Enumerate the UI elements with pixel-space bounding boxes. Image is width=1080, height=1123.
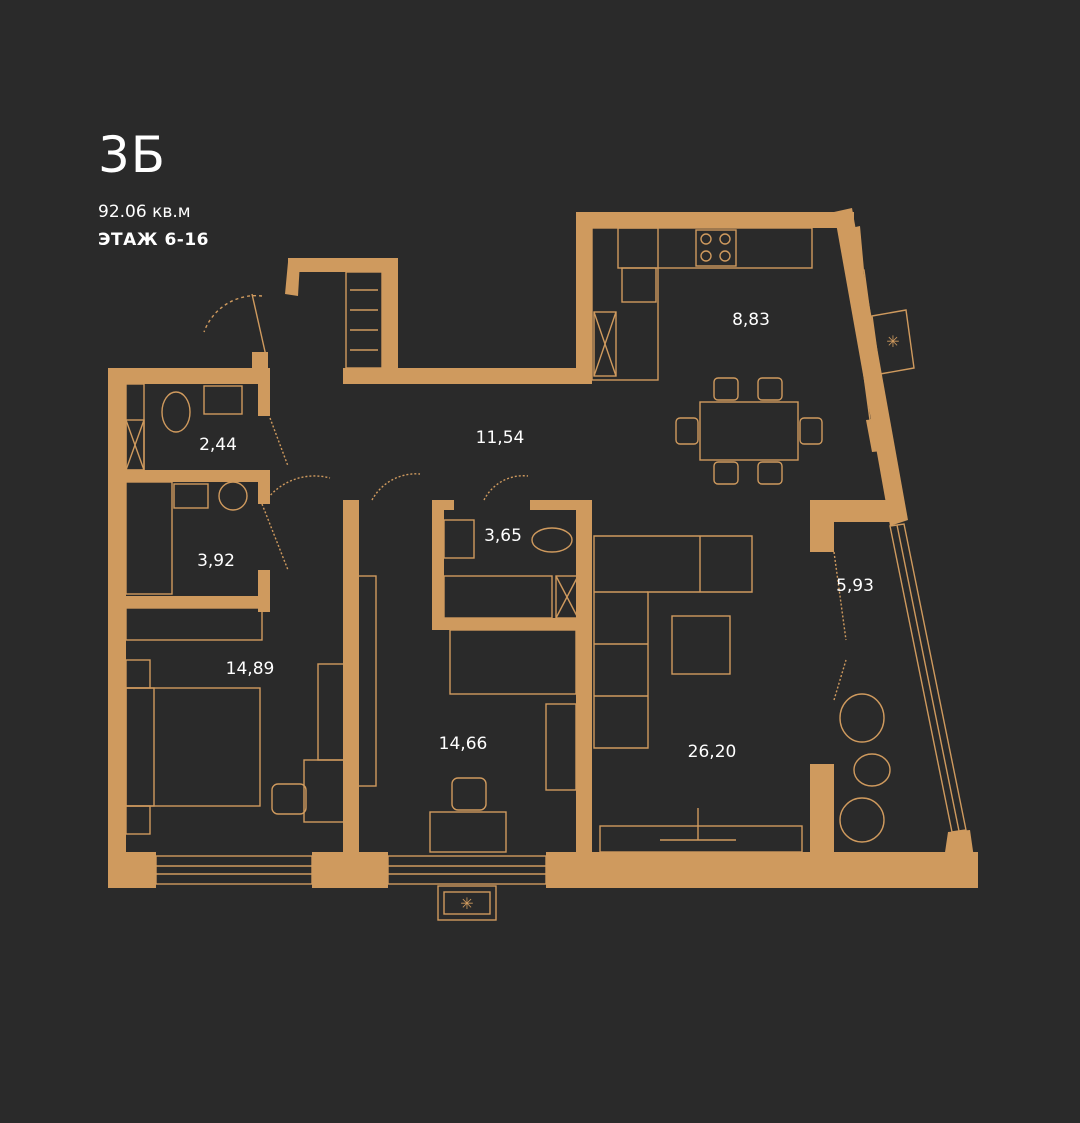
svg-text:✳: ✳ — [460, 894, 473, 913]
study-shelf — [545, 703, 577, 791]
wall-kitchen-top — [576, 212, 854, 228]
bathtub-middle — [443, 575, 553, 619]
kitchen-side-counter — [591, 227, 659, 381]
wall-bottom-c — [546, 852, 978, 888]
entry-door-swing — [203, 294, 263, 333]
sink-bath2 — [443, 519, 475, 559]
wall-bath-bottom — [108, 596, 270, 608]
room-area-kitchen: 8,83 — [732, 310, 770, 330]
toilet-bath2 — [531, 527, 573, 553]
room-area-bedroom: 14,89 — [226, 659, 275, 679]
sink-wc — [203, 385, 243, 415]
study-chair — [451, 777, 487, 811]
loggia-chair-1 — [839, 693, 885, 743]
toilet-wc — [161, 391, 191, 433]
bed — [125, 687, 261, 807]
fridge — [593, 311, 617, 377]
room-area-bathroom: 3,92 — [197, 551, 235, 571]
study-desk — [429, 811, 507, 853]
room-area-hall: 11,54 — [476, 428, 525, 448]
wall-bath2-left — [432, 500, 444, 630]
window-bedroom — [155, 855, 313, 885]
room-area-wc: 2,44 — [199, 435, 237, 455]
dining-table — [699, 401, 799, 461]
ac-unit-right — [871, 309, 915, 375]
tv-stand — [599, 825, 803, 853]
wall-bath2-bottom — [432, 618, 592, 630]
wall-closet-right — [382, 258, 398, 384]
bathtub-left — [125, 481, 173, 595]
bedroom-desk — [303, 759, 345, 823]
wall-living-left — [576, 500, 592, 852]
bedroom-dresser — [317, 663, 345, 761]
window-loggia — [889, 523, 967, 833]
room-area-study: 14,66 — [439, 734, 488, 754]
bedroom-wardrobe — [125, 607, 263, 641]
wall-bottom-a — [108, 852, 156, 888]
stove — [695, 229, 737, 267]
wall-kitchen-left — [576, 212, 592, 384]
fixtures: ✳ ✳ — [125, 227, 967, 921]
wall-closet-top — [288, 258, 398, 272]
loggia-chair-2 — [839, 797, 885, 843]
wall-wc-bottom — [108, 470, 270, 482]
wall-wc-right — [258, 368, 270, 416]
loggia-table — [853, 753, 891, 787]
wall-right-mid — [866, 418, 892, 452]
wall-bottom-b — [312, 852, 388, 888]
walls — [108, 208, 978, 888]
wall-corridor-top — [343, 368, 590, 384]
ac-unit-bottom — [437, 885, 497, 921]
apartment-header: 3Б 92.06 кв.м ЭТАЖ 6-16 — [98, 130, 209, 250]
room-area-living: 26,20 — [688, 742, 737, 762]
room-labels: 8,83 11,54 2,44 3,92 3,65 5,93 14,89 14,… — [197, 310, 874, 762]
kitchen-sink — [621, 267, 657, 303]
washing-machine — [218, 481, 248, 511]
wall-bath2-top — [530, 500, 592, 510]
wall-bath-top — [108, 368, 268, 384]
svg-text:✳: ✳ — [886, 332, 899, 351]
wall-bath2-top-left — [432, 500, 454, 510]
wall-bath-right-top — [258, 482, 270, 504]
closet-entry — [345, 271, 383, 369]
hall-wardrobe — [345, 575, 377, 787]
wall-loggia-left-low — [810, 764, 834, 854]
bedroom-chair — [271, 783, 307, 815]
wall-left — [108, 368, 126, 888]
study-bed — [449, 629, 577, 695]
wall-right-post — [842, 226, 864, 272]
room-area-loggia: 5,93 — [836, 576, 874, 596]
window-study — [387, 855, 547, 885]
window-kitchen — [849, 269, 885, 421]
apartment-floor: ЭТАЖ 6-16 — [98, 230, 209, 250]
apartment-type: 3Б — [98, 126, 167, 184]
apartment-area: 92.06 кв.м — [98, 202, 191, 222]
kitchen-counter — [617, 227, 813, 269]
wall-loggia-left — [810, 500, 834, 552]
wall-bedroom-divider — [343, 500, 359, 852]
room-area-bathroom-2: 3,65 — [484, 526, 522, 546]
coffee-table — [671, 615, 731, 675]
living-sofa — [593, 535, 753, 749]
